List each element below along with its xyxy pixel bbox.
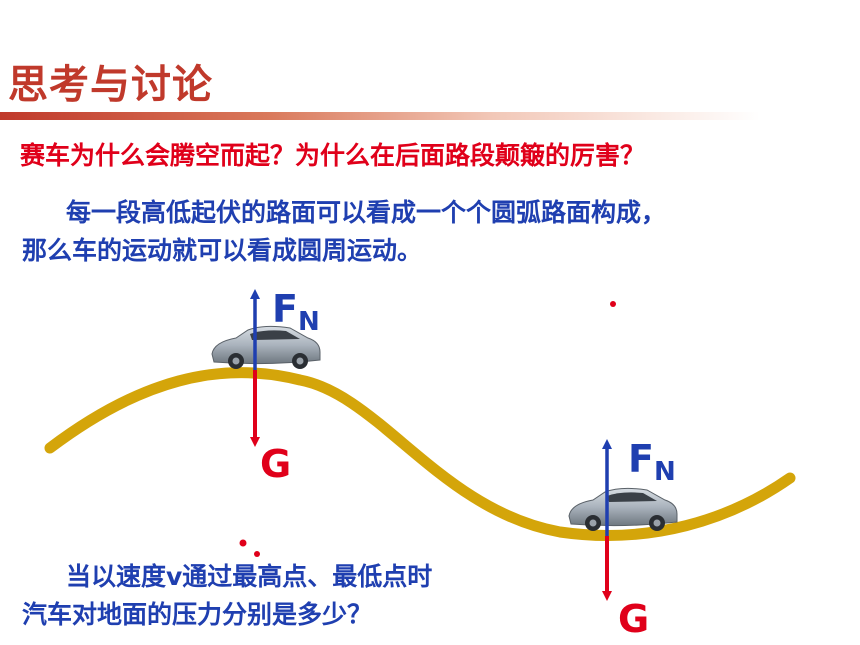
normal-force-subscript: N [298,307,320,337]
red-dot [610,301,616,307]
normal-force-symbol: F [628,437,654,481]
normal-force-subscript: N [654,457,676,487]
title-underline [0,112,760,120]
explanation-line-2: 那么车的运动就可以看成圆周运动。 [22,236,423,265]
explanation-text: 每一段高低起伏的路面可以看成一个个圆弧路面构成， 那么车的运动就可以看成圆周运动… [22,194,852,270]
car-icon [211,325,321,369]
page-title: 思考与讨论 [8,62,213,108]
car-icon [568,487,678,531]
red-dot [239,539,247,547]
normal-force-symbol: F [272,287,298,331]
bottom-question: 当以速度v通过最高点、最低点时 汽车对地面的压力分别是多少？ [22,558,562,634]
red-dot [254,551,260,557]
normal-force-label: FN [272,287,320,337]
gravity-label: G [618,597,649,641]
explanation-line-1: 每一段高低起伏的路面可以看成一个个圆弧路面构成， [66,198,667,227]
question-text: 赛车为什么会腾空而起？为什么在后面路段颠簸的厉害？ [20,141,646,170]
normal-force-label: FN [628,437,676,487]
wavy-road [44,367,796,541]
gravity-label: G [260,442,291,486]
bottom-question-line-2: 汽车对地面的压力分别是多少？ [22,600,373,629]
bottom-question-line-1: 当以速度v通过最高点、最低点时 [66,562,433,591]
